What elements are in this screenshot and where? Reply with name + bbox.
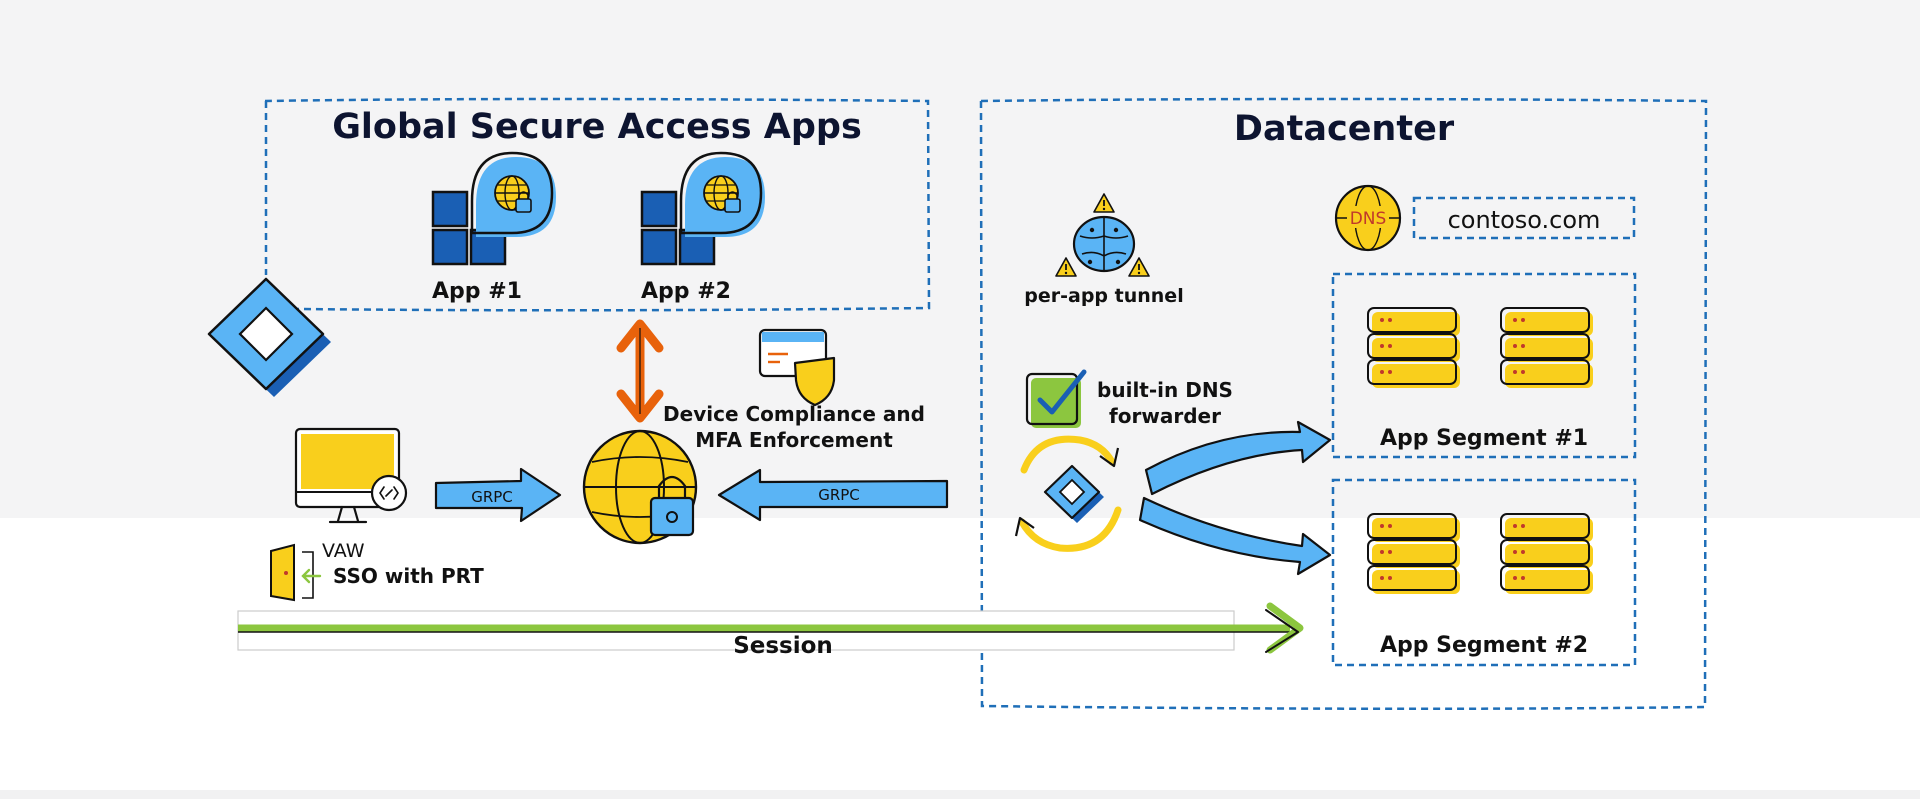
server-icon bbox=[1500, 307, 1594, 389]
grpc-left-label: GRPC bbox=[471, 488, 513, 506]
datacenter-title: Datacenter bbox=[1234, 109, 1455, 149]
remote-desktop-icon bbox=[370, 474, 408, 512]
segment-1-box bbox=[1331, 272, 1637, 459]
server-icon bbox=[1367, 513, 1461, 595]
app-2-label: App #2 bbox=[641, 279, 731, 304]
dns-globe-icon: DNS bbox=[1334, 184, 1402, 252]
segment-1-label: App Segment #1 bbox=[1380, 426, 1588, 451]
sso-label: SSO with PRT bbox=[333, 564, 484, 588]
app-2[interactable]: App #2 bbox=[640, 151, 767, 304]
app-1-label: App #1 bbox=[432, 279, 522, 304]
domain-box bbox=[1412, 196, 1636, 240]
gsa-logo-icon bbox=[207, 277, 331, 397]
session-bar: Session bbox=[237, 602, 1304, 659]
app-segment-2[interactable]: App Segment #2 bbox=[1331, 478, 1637, 667]
datacenter-boundary bbox=[979, 97, 1708, 711]
arrow-to-segment-1 bbox=[1144, 420, 1332, 496]
server-icon bbox=[1500, 513, 1594, 595]
door-icon bbox=[270, 543, 322, 602]
vaw-label: VAW bbox=[322, 540, 365, 562]
grpc-right-label: GRPC bbox=[818, 486, 860, 504]
domain-label: contoso.com bbox=[1448, 206, 1601, 234]
server-icon bbox=[1367, 307, 1461, 389]
sync-icon bbox=[1014, 435, 1122, 552]
compliance-label-line1: Device Compliance and bbox=[663, 402, 925, 426]
segment-2-label: App Segment #2 bbox=[1380, 633, 1588, 658]
arrow-to-segment-2 bbox=[1138, 496, 1332, 576]
gsa-apps-boundary bbox=[264, 97, 931, 312]
checkbox-icon bbox=[1025, 369, 1087, 428]
segment-2-box bbox=[1331, 478, 1637, 667]
dns-forwarder-label-line1: built-in DNS bbox=[1097, 378, 1233, 402]
shield-icon bbox=[793, 356, 836, 407]
dns-forwarder-label-line2: forwarder bbox=[1109, 404, 1221, 428]
bottom-strip bbox=[0, 790, 1920, 799]
gsa-apps-title: Global Secure Access Apps bbox=[332, 107, 862, 147]
app-1[interactable]: App #1 bbox=[431, 151, 558, 304]
bidirectional-arrow bbox=[616, 319, 664, 423]
per-app-tunnel-label: per-app tunnel bbox=[1024, 285, 1183, 307]
globe-lock-icon bbox=[582, 429, 698, 545]
dns-badge-label: DNS bbox=[1350, 209, 1387, 229]
compliance-label-line2: MFA Enforcement bbox=[695, 428, 893, 452]
app-segment-1[interactable]: App Segment #1 bbox=[1331, 272, 1637, 459]
top-background bbox=[0, 0, 1920, 518]
grpc-left-arrow: GRPC bbox=[434, 467, 562, 523]
ai-brain-icon bbox=[1072, 215, 1136, 273]
grpc-right-arrow: GRPC bbox=[717, 468, 949, 522]
session-label: Session bbox=[733, 633, 833, 659]
